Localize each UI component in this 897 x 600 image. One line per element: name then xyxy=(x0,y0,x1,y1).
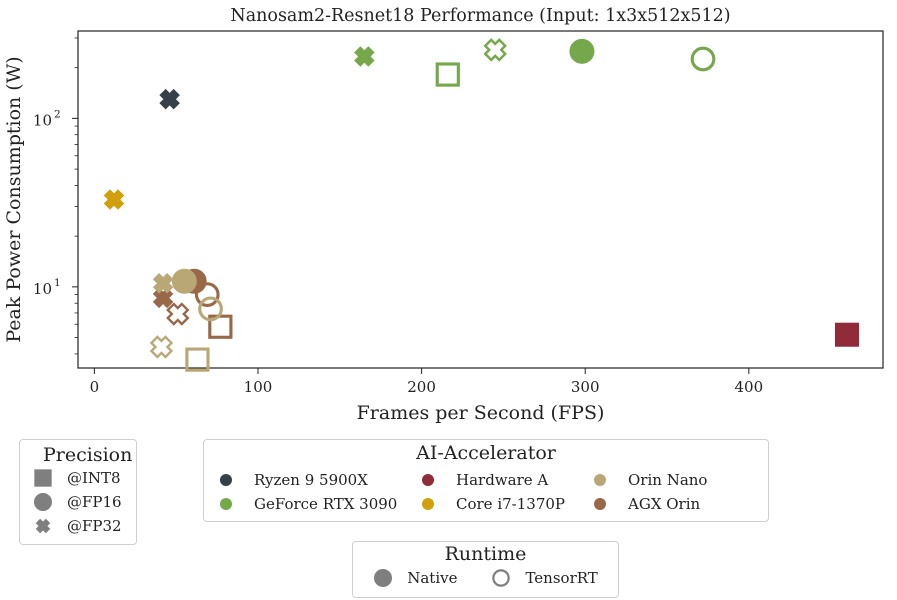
y-tick-label: 10 xyxy=(33,111,52,129)
legend-accelerator-item: AGX Orin xyxy=(594,492,724,516)
data-point xyxy=(834,322,860,347)
x-tick-label: 0 xyxy=(90,378,100,396)
data-point xyxy=(103,189,125,210)
color-dot-icon xyxy=(422,474,434,486)
data-point xyxy=(198,296,223,322)
plot-frame xyxy=(77,30,884,369)
legend-accelerator-item: Core i7-1370P xyxy=(422,492,594,516)
y-tick-exponent: 2 xyxy=(54,108,61,120)
legend-precision: Precision @INT8 @FP16 @FP32 xyxy=(19,439,137,545)
data-point xyxy=(185,347,210,372)
x-tick-label: 400 xyxy=(735,378,764,396)
y-tick-label: 10 xyxy=(33,280,52,298)
legend-accelerator-label: Orin Nano xyxy=(628,471,708,489)
square-marker-icon xyxy=(34,469,52,487)
color-dot-icon xyxy=(220,498,232,510)
legend-accelerator-label: Ryzen 9 5900X xyxy=(254,471,368,489)
color-dot-icon xyxy=(594,498,606,510)
x-tick-label: 200 xyxy=(407,378,436,396)
data-point xyxy=(194,282,220,307)
legend-accelerator-title: AI-Accelerator xyxy=(416,442,556,464)
color-dot-icon xyxy=(422,498,434,510)
x-axis-label: Frames per Second (FPS) xyxy=(357,402,605,424)
circle-marker-icon xyxy=(34,493,52,511)
legend-runtime-label: Native xyxy=(407,569,458,587)
legend-precision-label: @INT8 xyxy=(67,469,121,487)
data-point xyxy=(353,46,375,67)
legend-precision-label: @FP32 xyxy=(67,517,122,535)
legend-precision-item: @FP32 xyxy=(33,514,136,538)
legend-runtime-title: Runtime xyxy=(444,543,527,565)
y-tick-exponent: 1 xyxy=(54,277,61,289)
legend-runtime-item: Native xyxy=(373,566,457,590)
data-point xyxy=(569,38,595,64)
x-tick-label: 300 xyxy=(571,378,600,396)
scatter-chart: Nanosam2-Resnet18 Performance (Input: 1x… xyxy=(3,6,884,424)
hollow-circle-icon xyxy=(492,569,511,587)
data-point xyxy=(159,88,180,110)
filled-circle-icon xyxy=(374,569,393,587)
y-axis-label: Peak Power Consumption (W) xyxy=(3,56,25,342)
legend-runtime: Runtime Native TensorRT xyxy=(352,541,619,598)
data-point xyxy=(149,335,174,359)
legend-precision-label: @FP16 xyxy=(67,493,122,511)
legend-precision-item: @INT8 xyxy=(33,466,136,490)
color-dot-icon xyxy=(220,474,232,486)
x-tick-label: 100 xyxy=(244,378,273,396)
legend-precision-item: @FP16 xyxy=(33,490,136,514)
legend-accelerator-label: Core i7-1370P xyxy=(456,495,565,513)
data-point xyxy=(435,62,460,87)
data-point xyxy=(152,287,174,309)
legend-runtime-item: TensorRT xyxy=(491,566,598,590)
legend-precision-title: Precision xyxy=(43,444,133,466)
data-point xyxy=(171,268,197,294)
legend-accelerator-label: AGX Orin xyxy=(628,495,701,513)
data-point xyxy=(690,46,716,72)
legend-accelerator-label: Hardware A xyxy=(456,471,549,489)
chart-title: Nanosam2-Resnet18 Performance (Input: 1x… xyxy=(230,6,730,26)
legend-accelerator-item: Orin Nano xyxy=(594,468,724,492)
legend-runtime-label: TensorRT xyxy=(525,569,598,587)
cross-marker-icon xyxy=(35,518,51,534)
legend-accelerator-label: GeForce RTX 3090 xyxy=(254,495,398,513)
legend-accelerator: AI-Accelerator Ryzen 9 5900X Hardware A Or… xyxy=(203,439,769,522)
legend-accelerator-item: Ryzen 9 5900X xyxy=(220,468,422,492)
data-point xyxy=(483,38,507,62)
data-point xyxy=(166,302,190,326)
data-point xyxy=(152,272,174,294)
color-dot-icon xyxy=(594,474,606,486)
legend-accelerator-item: GeForce RTX 3090 xyxy=(220,492,422,516)
legend-accelerator-item: Hardware A xyxy=(422,468,594,492)
